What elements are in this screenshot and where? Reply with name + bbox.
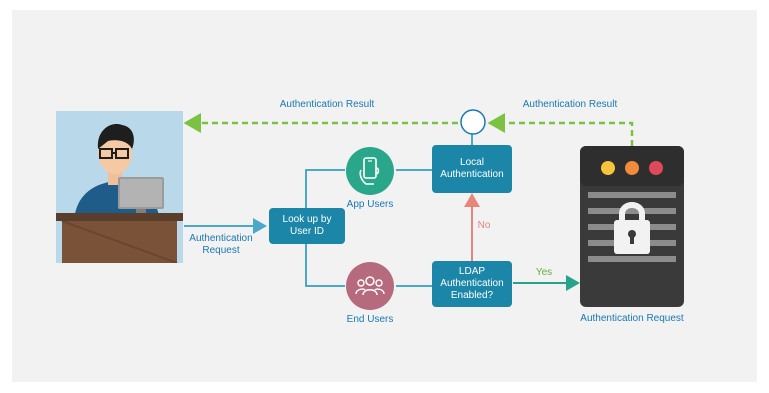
label-yes: Yes (535, 267, 553, 278)
app-users-circle (346, 147, 394, 195)
local-authentication-box: Local Authentication (432, 145, 512, 193)
label-auth-result-left: Authentication Result (279, 99, 375, 110)
smartphone-hand-icon (359, 157, 380, 185)
lookup-box: Look up by User ID (269, 208, 345, 244)
label-auth-request-left: Authentication Request (189, 233, 253, 256)
label-auth-result-right: Authentication Result (522, 99, 618, 110)
label-app-users: App Users (346, 199, 394, 210)
group-users-icon (355, 276, 385, 296)
label-end-users: End Users (346, 314, 394, 325)
end-users-circle (346, 262, 394, 310)
server-lock-icon (580, 146, 684, 307)
connector-lookup-to-end (305, 244, 345, 287)
user-at-computer-icon (56, 111, 183, 263)
arrow-result-server (487, 113, 634, 146)
junction-circle-icon (460, 109, 486, 135)
ldap-decision-box: LDAP Authentication Enabled? (432, 261, 512, 307)
connector-lookup-to-app (305, 169, 345, 213)
label-auth-request-right: Authentication Request (580, 313, 684, 324)
label-no: No (477, 220, 491, 231)
